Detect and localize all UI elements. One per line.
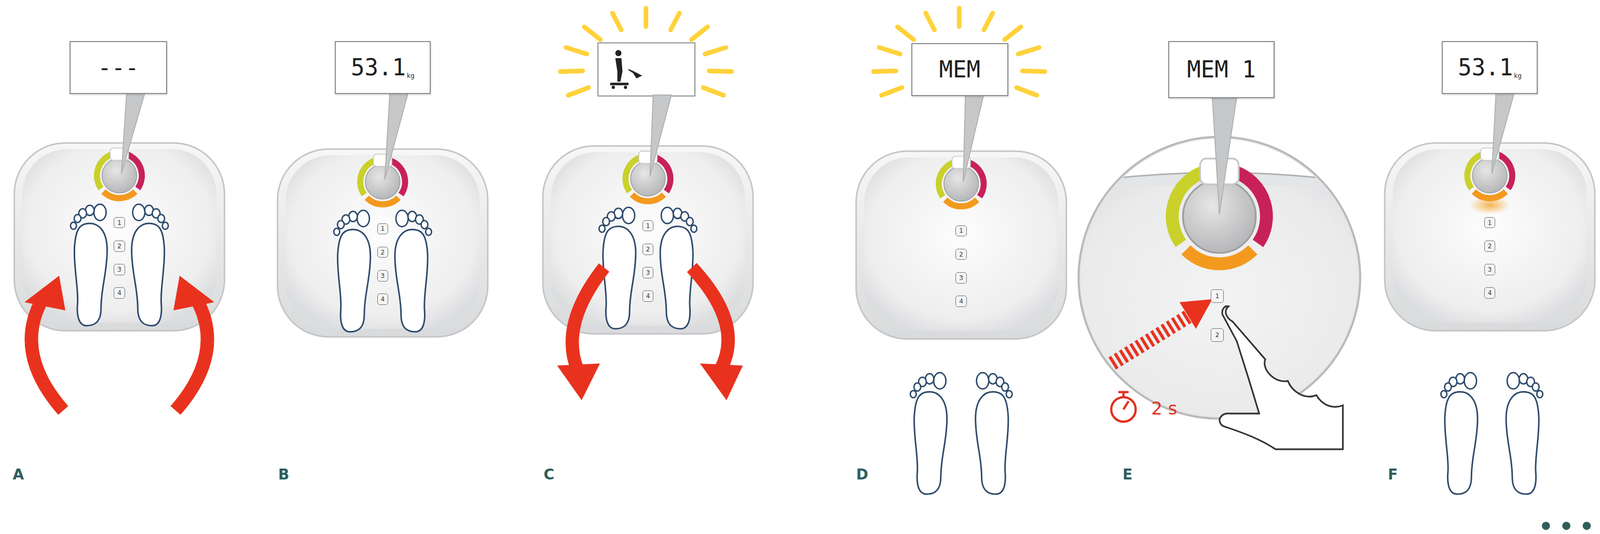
- flash-ray: [612, 12, 622, 31]
- step-letter: E: [1122, 467, 1133, 482]
- button-number: 1: [1215, 292, 1220, 299]
- hand: [1219, 305, 1344, 449]
- memory-button: 2: [1210, 327, 1225, 342]
- step-letter: A: [12, 467, 25, 482]
- button-number: 3: [959, 274, 964, 281]
- flash-ray: [643, 8, 649, 27]
- flash-ray: [704, 47, 726, 54]
- memory-button: 4: [642, 290, 654, 302]
- scale: [277, 148, 488, 337]
- glow: [1469, 195, 1511, 214]
- memory-button: 1: [377, 223, 389, 235]
- step-arrows: [24, 267, 743, 410]
- button-number: 4: [959, 297, 964, 305]
- stopwatch: [1111, 391, 1136, 422]
- step-letter: B: [278, 467, 290, 482]
- button-number: 4: [646, 292, 651, 299]
- flash-ray: [565, 47, 587, 54]
- button-number: 2: [1215, 331, 1220, 338]
- button-number: 2: [380, 249, 385, 256]
- flash-ray: [881, 87, 902, 96]
- scale: [856, 151, 1067, 339]
- flash-ray: [670, 12, 680, 31]
- display-text: MEM: [938, 58, 980, 81]
- memory-button: 3: [642, 266, 654, 279]
- memory-button: 3: [955, 271, 967, 284]
- button-number: 3: [1487, 266, 1493, 273]
- flash-ray: [1004, 26, 1021, 40]
- button-number: 2: [959, 251, 964, 258]
- flash-ray: [983, 12, 993, 31]
- memory-button: 4: [955, 295, 967, 307]
- button-number: 2: [646, 245, 651, 253]
- flash-ray: [703, 87, 724, 96]
- display-text: ---: [97, 56, 139, 79]
- flash-ray: [691, 26, 708, 40]
- memory-button: 2: [642, 243, 654, 255]
- flash-ray: [1018, 47, 1039, 54]
- more-dots: [1541, 521, 1591, 530]
- display-screen: 53.1kg: [334, 40, 431, 94]
- memory-button: 2: [1484, 240, 1496, 252]
- flash-ray: [1016, 87, 1037, 96]
- step-letter: F: [1387, 467, 1398, 482]
- display-text: MEM 1: [1186, 58, 1256, 81]
- memory-button: 2: [955, 248, 967, 261]
- step-letter: C: [543, 467, 555, 482]
- flash-ray: [925, 12, 935, 31]
- flash-ray: [1022, 71, 1045, 72]
- button-number: 3: [117, 266, 122, 273]
- button-number: 1: [380, 225, 385, 232]
- button-number: 1: [117, 219, 122, 226]
- press-arrow: [1112, 298, 1213, 364]
- display-icon: [597, 43, 695, 97]
- unit-text: kg: [406, 72, 415, 80]
- button-number: 1: [1487, 219, 1493, 226]
- memory-button: 3: [1484, 263, 1496, 276]
- memory-button: 1: [113, 216, 126, 229]
- memory-button: 3: [113, 263, 126, 276]
- memory-button: 4: [1484, 286, 1496, 299]
- button-number: 4: [1487, 289, 1493, 296]
- duration-label: 2 s: [1151, 399, 1178, 417]
- flash-ray: [873, 71, 896, 72]
- unit-text: kg: [1513, 72, 1522, 80]
- button-number: 2: [1487, 242, 1493, 250]
- flash-ray: [897, 26, 914, 40]
- memory-button: 1: [642, 220, 654, 232]
- display-screen: MEM 1: [1168, 40, 1275, 99]
- flash-ray: [568, 87, 589, 96]
- display-screen: MEM: [911, 43, 1009, 97]
- scale: [14, 142, 225, 331]
- button-number: 1: [646, 222, 651, 229]
- memory-button: 3: [377, 269, 389, 282]
- display-screen: 53.1kg: [1441, 40, 1538, 94]
- memory-button: 4: [113, 286, 126, 299]
- button-number: 3: [646, 269, 651, 276]
- button-number: 2: [117, 242, 122, 250]
- button-number: 1: [959, 227, 964, 234]
- memory-button: 1: [955, 225, 967, 237]
- memory-button: 2: [377, 246, 389, 258]
- scale: [1384, 142, 1595, 331]
- zoom-detail: [1071, 97, 1368, 431]
- button-number: 3: [380, 272, 385, 279]
- display-screen: ---: [69, 40, 168, 94]
- display-text: 53.1: [1457, 56, 1513, 79]
- flash-ray: [560, 71, 583, 72]
- memory-button: 4: [377, 293, 389, 305]
- memory-button: 1: [1210, 289, 1225, 303]
- flash-ray: [956, 8, 962, 27]
- button-number: 4: [117, 289, 122, 296]
- flash-ray: [708, 71, 732, 72]
- display-text: 53.1: [350, 56, 406, 79]
- flash-ray: [584, 26, 601, 40]
- flash-ray: [879, 47, 900, 54]
- memory-button: 2: [113, 240, 126, 252]
- button-number: 4: [380, 295, 385, 303]
- memory-button: 1: [1484, 216, 1496, 229]
- step-letter: D: [856, 467, 869, 482]
